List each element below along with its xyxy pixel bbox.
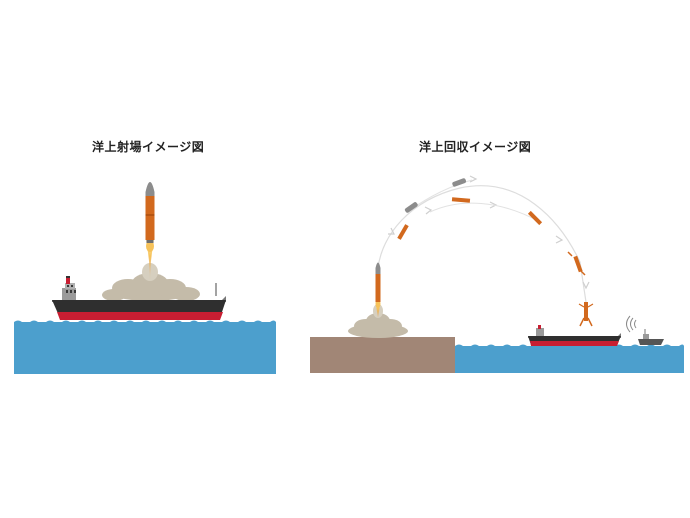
upper-stage-1: [404, 202, 418, 213]
land-launch-pad: [310, 337, 455, 373]
first-stage-1: [397, 224, 409, 240]
recovery-ship: [528, 325, 621, 346]
flight-trajectory: [377, 185, 587, 303]
first-stage-4: [567, 251, 586, 276]
first-stage-2: [451, 197, 471, 203]
trajectory-arrows: [388, 175, 590, 290]
launch-rocket: [145, 182, 155, 243]
launch-ship: [52, 276, 226, 320]
sea-right: [455, 346, 684, 373]
recovery-diagram-title: 洋上回収イメージ図: [419, 140, 532, 154]
signal-waves-icon: [626, 315, 637, 333]
landing-first-stage: [578, 302, 594, 327]
launch-diagram-title: 洋上射場イメージ図: [92, 140, 205, 154]
upper-stage-2: [452, 178, 467, 187]
first-stage-3: [527, 210, 543, 226]
land-launch-smoke: [348, 304, 408, 338]
support-boat: [638, 329, 664, 345]
launch-scene: [14, 182, 276, 374]
recovery-scene: [310, 175, 684, 373]
sea-wave-left: [14, 320, 276, 326]
sea-wave-right: [455, 344, 684, 349]
sea-left: [14, 322, 276, 374]
ascending-rocket: [375, 262, 381, 302]
launch-smoke: [102, 263, 200, 301]
